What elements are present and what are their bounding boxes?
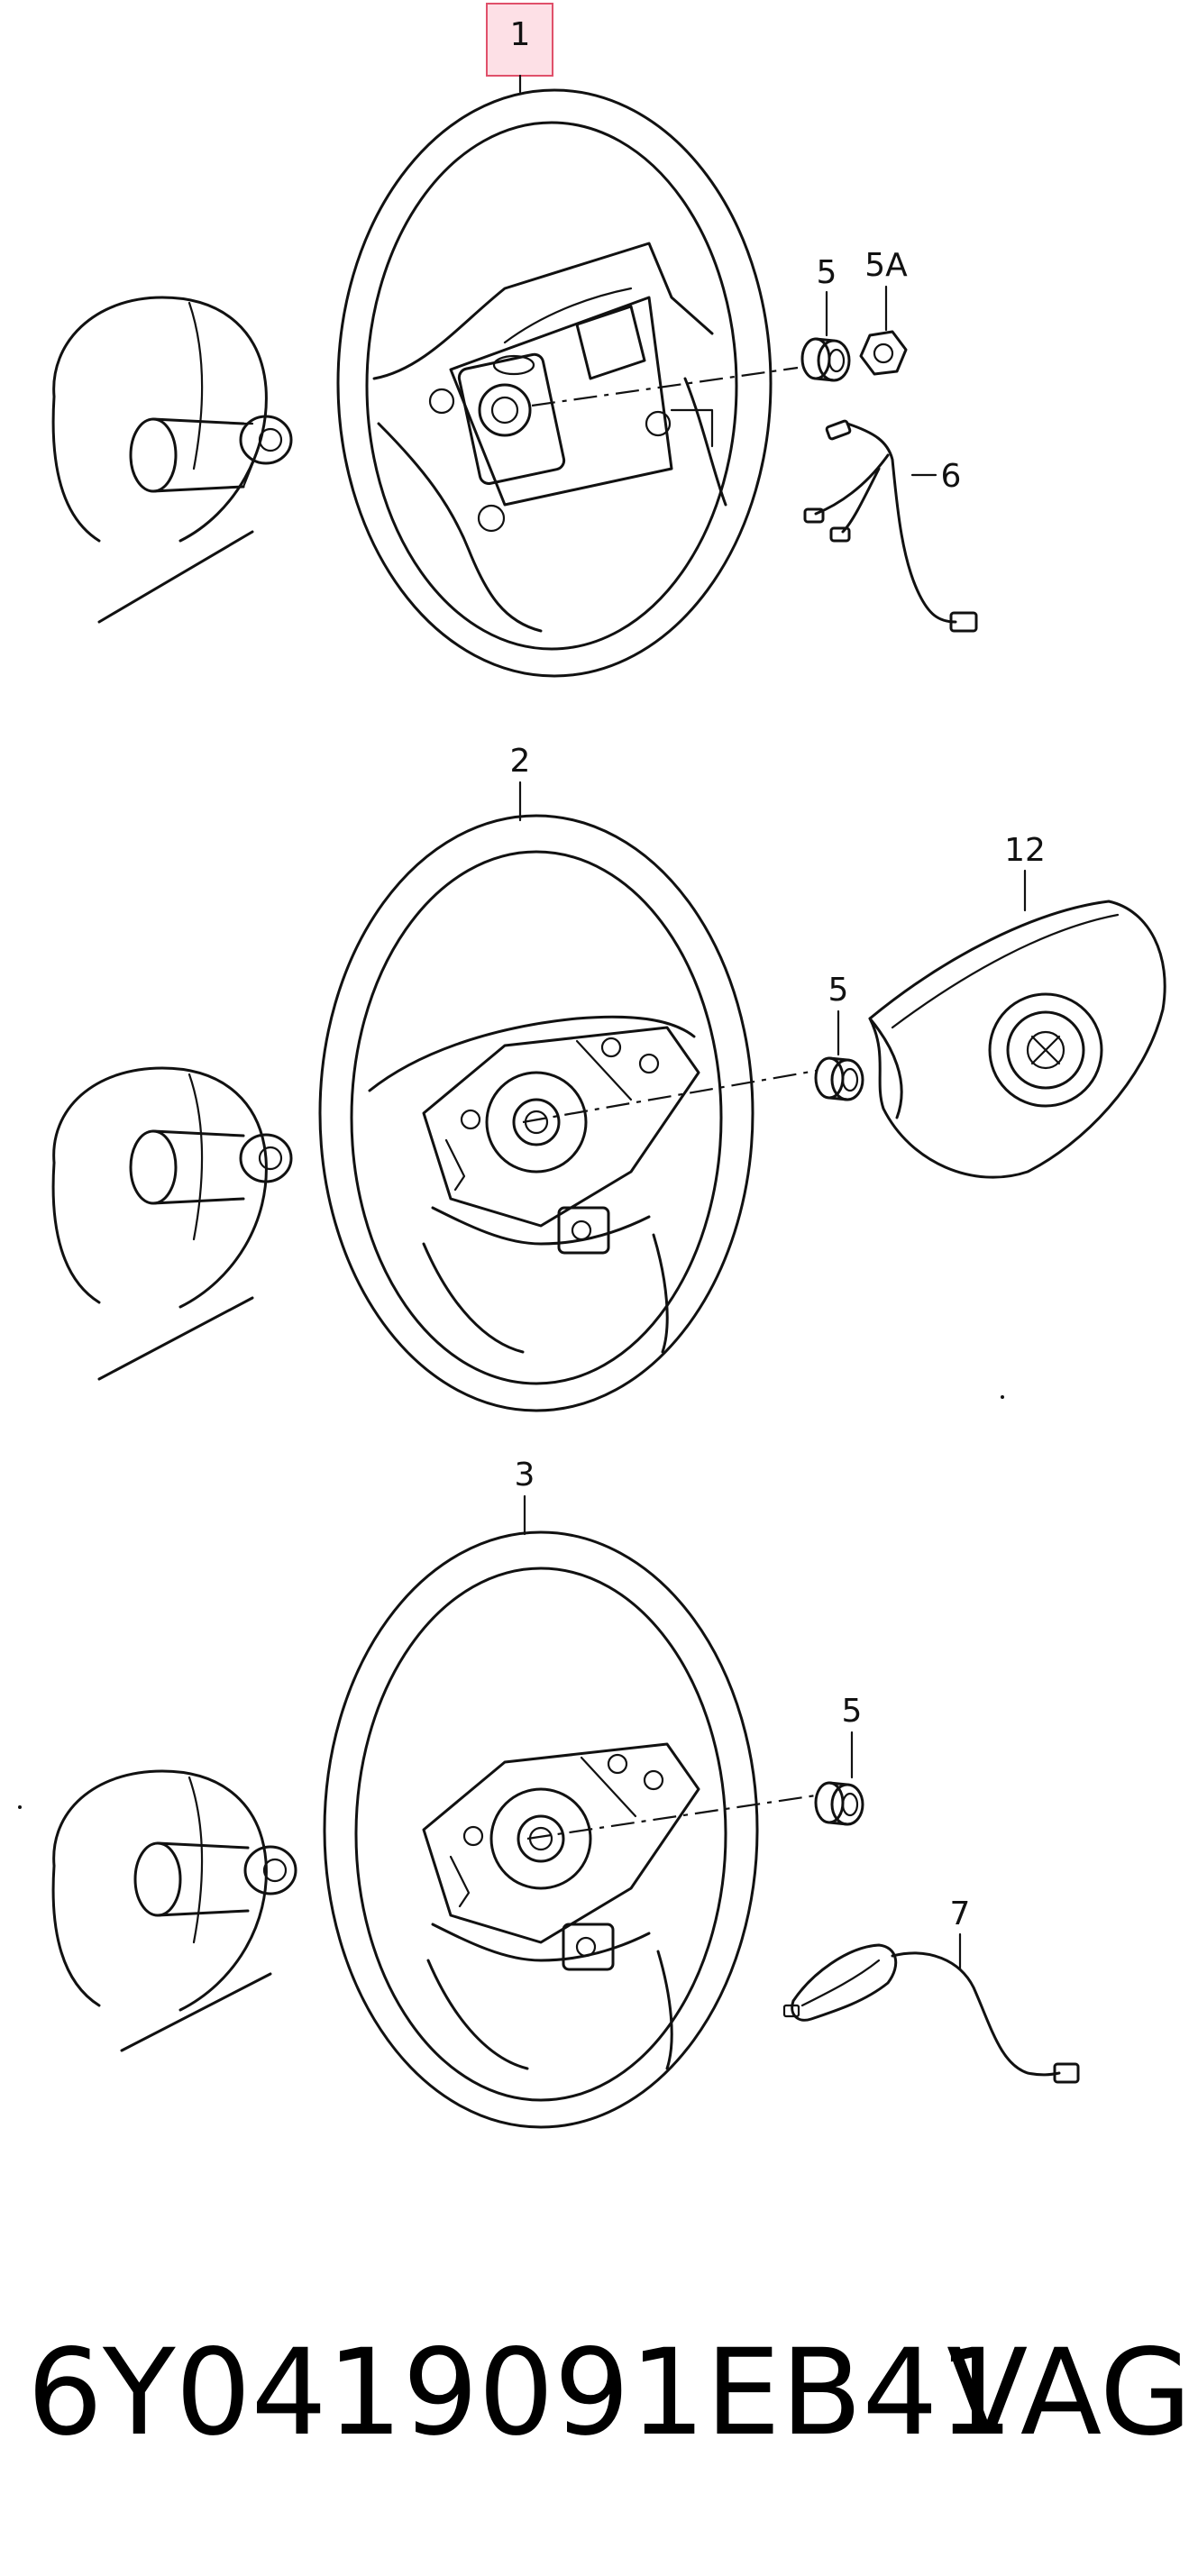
callout-5-b: 5 <box>828 972 849 1009</box>
steering-column-1 <box>51 296 293 624</box>
steering-wheel-3 <box>323 1530 759 2129</box>
bolt-5-b <box>814 1056 864 1101</box>
callout-5-c: 5 <box>842 1693 863 1730</box>
nut-5a <box>859 330 908 376</box>
callout-7: 7 <box>950 1895 971 1932</box>
callout-12: 12 <box>1004 832 1046 869</box>
callout-5a: 5A <box>864 247 908 284</box>
callout-1-highlight <box>486 3 553 77</box>
bolt-5-a <box>800 337 851 382</box>
assembly-3: 3 5 7 <box>51 1457 1080 2129</box>
callout-6: 6 <box>941 458 962 495</box>
steering-column-2 <box>51 1066 293 1381</box>
clock-spring-7 <box>782 1943 1080 2084</box>
steering-wheel-2 <box>318 814 754 1412</box>
callout-2: 2 <box>510 743 531 780</box>
steering-column-3 <box>51 1769 297 2052</box>
wiring-harness-6 <box>803 419 978 633</box>
steering-wheel-1 <box>336 88 773 678</box>
callout-1: 1 <box>510 16 531 53</box>
assembly-1: 1 5 5A 6 <box>51 3 978 678</box>
callout-5-a: 5 <box>817 254 837 291</box>
bolt-5-c <box>814 1781 864 1826</box>
callout-3: 3 <box>515 1457 535 1494</box>
airbag-module-12 <box>868 900 1166 1179</box>
assembly-2: 2 5 12 <box>51 743 1166 1412</box>
brand-name: VAG <box>947 2324 1192 2462</box>
part-number: 6Y0419091EB41 <box>27 2324 1013 2462</box>
